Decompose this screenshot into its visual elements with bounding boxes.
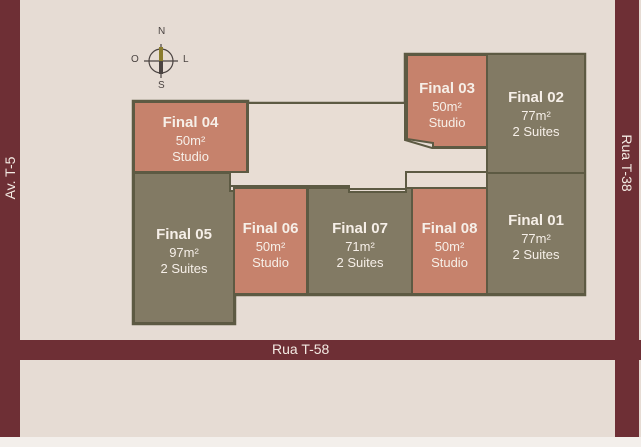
compass: N S O L	[128, 26, 194, 92]
compass-south: S	[158, 80, 165, 91]
compass-west: O	[131, 54, 139, 65]
unit-label-final-02: Final 02 77m² 2 Suites	[508, 89, 564, 139]
unit-label-final-08: Final 08 50m² Studio	[421, 220, 478, 270]
street-rua-t38: Rua T-38	[615, 0, 639, 447]
unit-label-final-03: Final 03 50m² Studio	[419, 80, 475, 130]
street-label-bottom: Rua T-58	[272, 341, 330, 357]
unit-label-final-04: Final 04 50m² Studio	[162, 114, 219, 164]
unit-final-07[interactable]	[307, 187, 413, 295]
street-rua-t58: Rua T-58	[0, 340, 641, 360]
unit-final-08[interactable]	[411, 187, 488, 295]
bottom-strip	[0, 437, 641, 447]
unit-final-02[interactable]	[486, 53, 586, 174]
unit-label-final-01: Final 01 77m² 2 Suites	[508, 212, 564, 262]
unit-final-06[interactable]	[233, 187, 308, 295]
compass-icon	[144, 44, 178, 78]
unit-label-final-06: Final 06 50m² Studio	[242, 220, 299, 270]
unit-final-03[interactable]	[406, 54, 488, 148]
compass-north: N	[158, 26, 166, 37]
unit-label-final-07: Final 07 71m² 2 Suites	[332, 220, 388, 270]
unit-label-final-05: Final 05 97m² 2 Suites	[156, 226, 212, 276]
street-av-t5: Av. T-5	[0, 0, 20, 447]
compass-east: L	[183, 54, 189, 65]
